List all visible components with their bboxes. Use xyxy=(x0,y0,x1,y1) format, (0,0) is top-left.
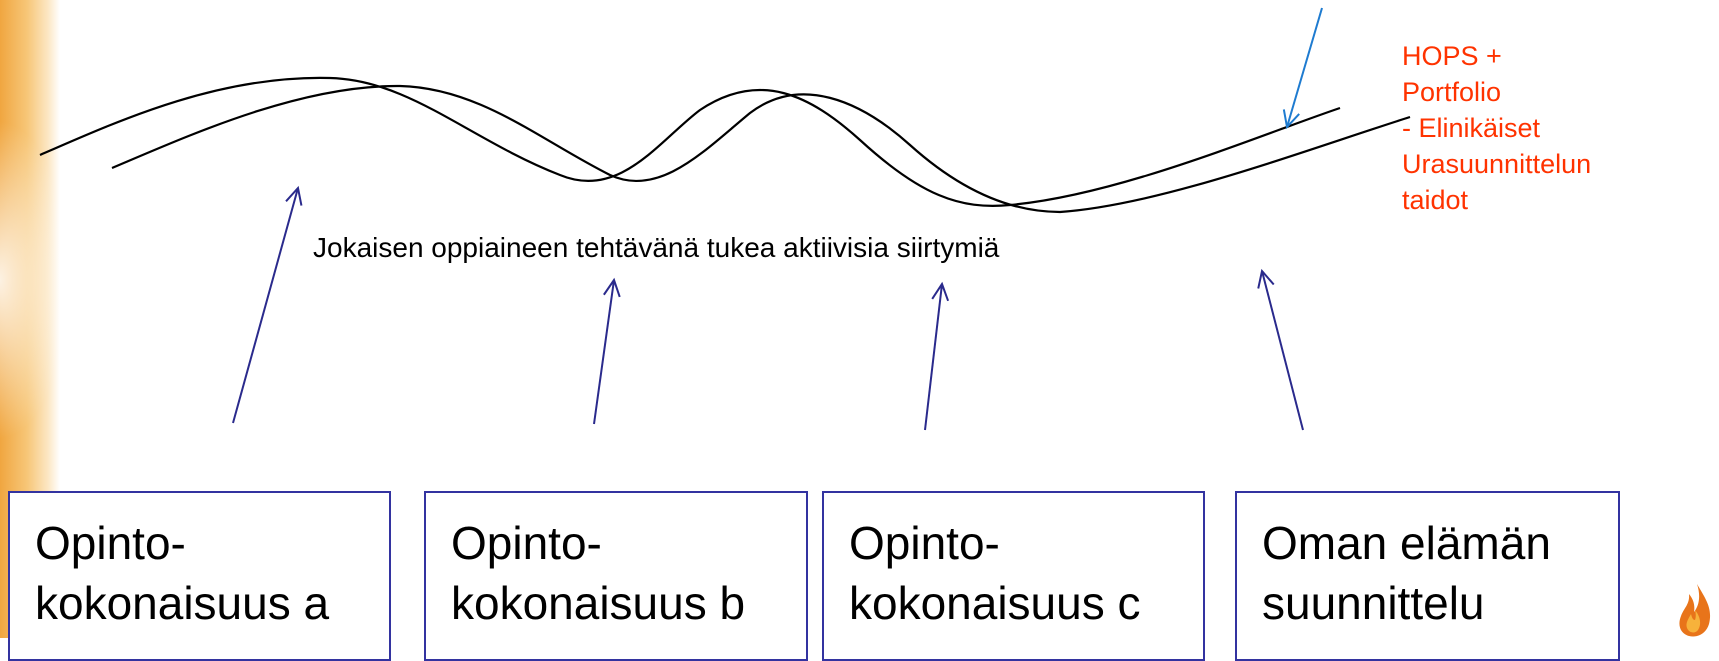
arrow-from-box-b xyxy=(593,277,621,425)
life-planning-box: Oman elämän suunnittelu xyxy=(1235,491,1620,661)
box-a-line-2: kokonaisuus a xyxy=(35,577,330,629)
arrow-from-box-a xyxy=(232,185,303,424)
box-c-line-2: kokonaisuus c xyxy=(849,577,1141,629)
side-note-line-1: HOPS + xyxy=(1402,41,1502,71)
left-decoration-glow xyxy=(0,120,70,440)
center-statement: Jokaisen oppiaineen tehtävänä tukea akti… xyxy=(313,232,1000,263)
arrow-from-box-c xyxy=(924,281,950,431)
box-d-line-2: suunnittelu xyxy=(1262,577,1485,629)
study-unit-box-c: Opinto- kokonaisuus c xyxy=(822,491,1205,661)
side-note-line-4: Urasuunnittelun xyxy=(1402,149,1592,179)
side-note-line-5: taidot xyxy=(1402,185,1469,215)
note-arrow xyxy=(1282,7,1323,130)
flame-logo xyxy=(1679,584,1711,637)
box-b-line-1: Opinto- xyxy=(451,517,602,569)
side-note: HOPS + Portfolio - Elinikäiset Urasuunni… xyxy=(1402,38,1702,218)
wave-line-2 xyxy=(111,84,1411,214)
wave-line-1 xyxy=(39,76,1341,207)
study-unit-box-a: Opinto- kokonaisuus a xyxy=(8,491,391,661)
study-unit-box-b: Opinto- kokonaisuus b xyxy=(424,491,808,661)
box-d-line-1: Oman elämän xyxy=(1262,517,1551,569)
arrow-from-box-d xyxy=(1257,268,1304,431)
box-c-line-1: Opinto- xyxy=(849,517,1000,569)
side-note-line-2: Portfolio xyxy=(1402,77,1502,107)
side-note-line-3: - Elinikäiset xyxy=(1402,113,1541,143)
box-a-line-1: Opinto- xyxy=(35,517,186,569)
box-b-line-2: kokonaisuus b xyxy=(451,577,746,629)
diagram-canvas xyxy=(39,7,1411,431)
